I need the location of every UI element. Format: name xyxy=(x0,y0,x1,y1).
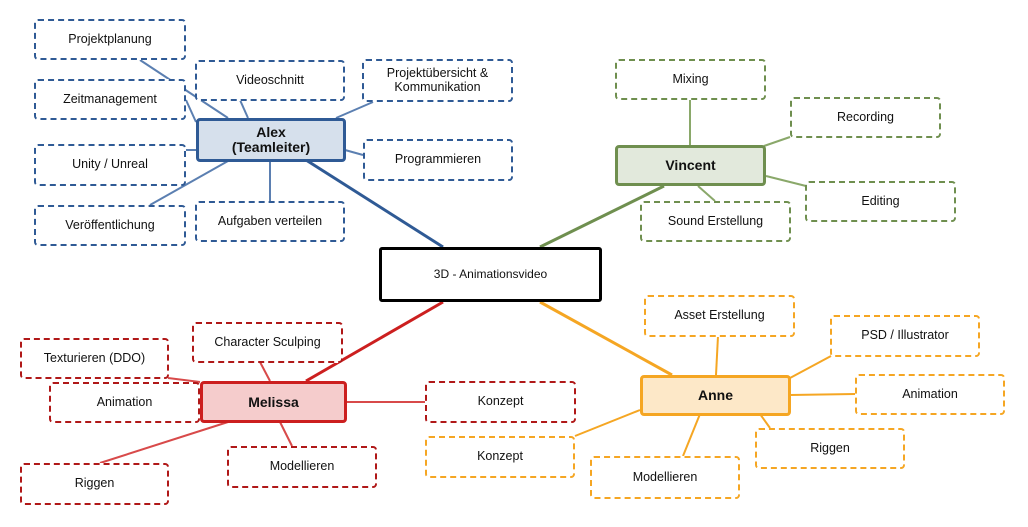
task-character-sculping[interactable]: Character Sculping xyxy=(192,322,343,363)
task-modellieren[interactable]: Modellieren xyxy=(590,456,740,499)
task-programmieren[interactable]: Programmieren xyxy=(363,139,513,181)
branch-alex xyxy=(305,158,444,249)
projektuebersicht-line2: Kommunikation xyxy=(394,79,481,94)
task-texturieren[interactable]: Texturieren (DDO) xyxy=(20,338,169,379)
projektuebersicht-line1: Projektübersicht & xyxy=(386,66,489,81)
branch-melissa xyxy=(305,300,444,383)
alex-node[interactable]: Alex (Teamleiter) xyxy=(196,118,346,162)
task-psd-illustrator[interactable]: PSD / Illustrator xyxy=(830,315,980,357)
task-asset-erstellung[interactable]: Asset Erstellung xyxy=(644,295,795,337)
center-topic[interactable]: 3D - Animationsvideo xyxy=(379,247,602,302)
task-konzept[interactable]: Konzept xyxy=(425,436,575,478)
anne-node[interactable]: Anne xyxy=(640,375,791,416)
task-mixing[interactable]: Mixing xyxy=(615,59,766,100)
branch-anne xyxy=(539,300,673,377)
task-riggen[interactable]: Riggen xyxy=(755,428,905,469)
task-zeitmanagement[interactable]: Zeitmanagement xyxy=(34,79,186,120)
task-projektuebersicht[interactable]: Projektübersicht & Kommunikation xyxy=(362,59,513,102)
task-sound-erstellung[interactable]: Sound Erstellung xyxy=(640,201,791,242)
task-editing[interactable]: Editing xyxy=(805,181,956,222)
vincent-node[interactable]: Vincent xyxy=(615,145,766,186)
task-modellieren[interactable]: Modellieren xyxy=(227,446,377,488)
task-riggen[interactable]: Riggen xyxy=(20,463,169,505)
task-unity-unreal[interactable]: Unity / Unreal xyxy=(34,144,186,186)
melissa-node[interactable]: Melissa xyxy=(200,381,347,423)
alex-role: (Teamleiter) xyxy=(231,139,311,155)
alex-name: Alex xyxy=(256,124,286,141)
task-animation[interactable]: Animation xyxy=(855,374,1005,415)
task-videoschnitt[interactable]: Videoschnitt xyxy=(195,60,345,101)
task-aufgaben-verteilen[interactable]: Aufgaben verteilen xyxy=(195,201,345,242)
task-recording[interactable]: Recording xyxy=(790,97,941,138)
task-animation[interactable]: Animation xyxy=(49,382,200,423)
branch-vincent xyxy=(539,184,665,249)
task-konzept[interactable]: Konzept xyxy=(425,381,576,423)
task-veroeffentlichung[interactable]: Veröffentlichung xyxy=(34,205,186,246)
task-projektplanung[interactable]: Projektplanung xyxy=(34,19,186,60)
